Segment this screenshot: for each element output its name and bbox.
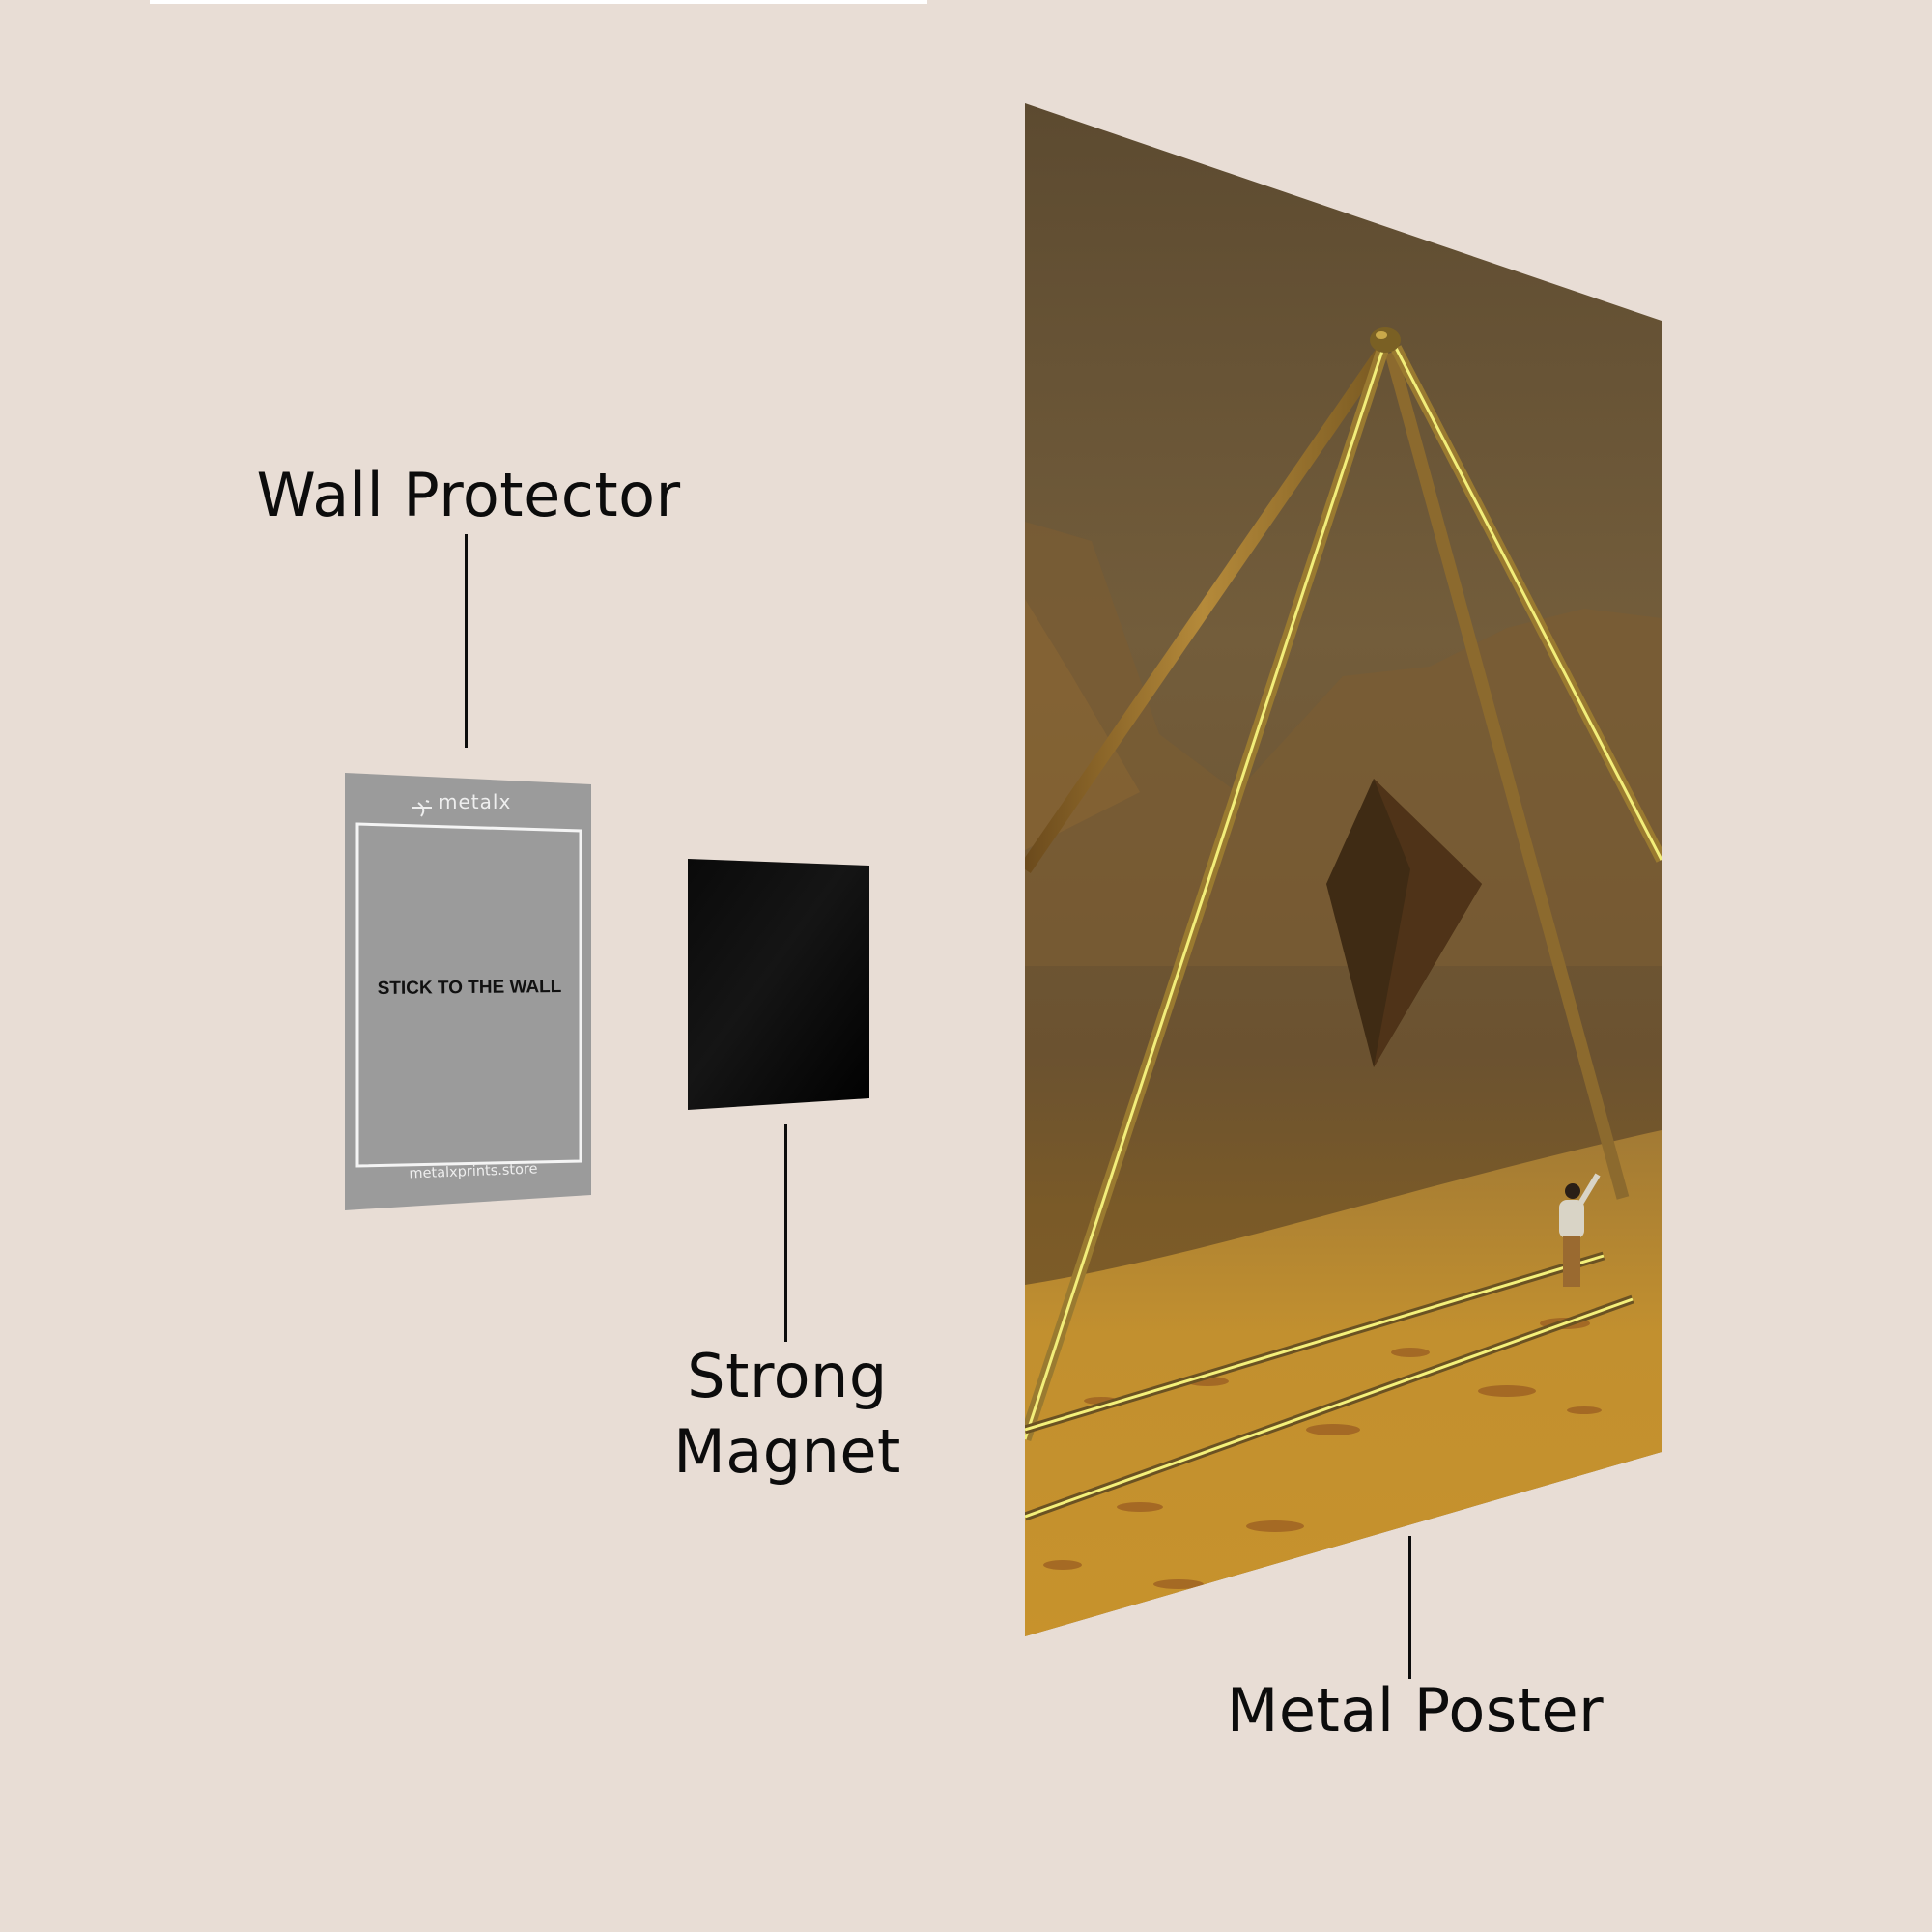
wall-protector-plate	[345, 773, 591, 1210]
wall-protector-label: Wall Protector	[256, 460, 681, 530]
walking-figure	[1559, 1173, 1601, 1287]
metal-poster-artwork	[1025, 103, 1662, 1636]
wall-protector-instruction: STICK TO THE WALL	[377, 977, 562, 999]
metalx-logo-icon	[412, 800, 432, 817]
metal-poster-label: Metal Poster	[1226, 1675, 1605, 1746]
metalx-logo-mark-icon	[406, 793, 431, 810]
wall-protector-brand: metalx	[406, 790, 551, 813]
wall-protector-brand-text: metalx	[439, 790, 512, 813]
strong-magnet-plate	[688, 859, 869, 1110]
top-edge-bar	[150, 0, 927, 4]
wall-protector-connector-line	[465, 534, 468, 748]
strong-magnet-connector-line	[784, 1124, 787, 1342]
metal-poster-connector-line	[1408, 1536, 1411, 1679]
strong-magnet-label-line1: Strong	[687, 1341, 888, 1411]
strong-magnet-label: Strong Magnet	[618, 1339, 956, 1490]
strong-magnet-label-line2: Magnet	[673, 1416, 901, 1487]
